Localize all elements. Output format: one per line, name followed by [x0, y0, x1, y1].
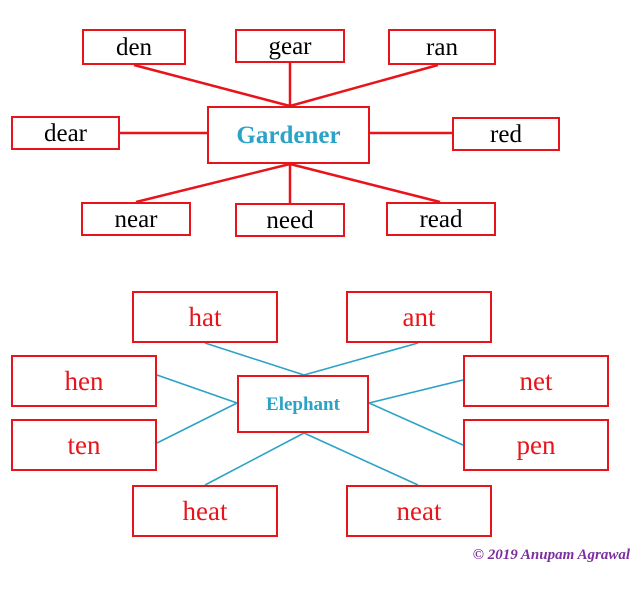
copyright-notice: © 2019 Anupam Agrawal — [472, 547, 630, 563]
connector-hat — [204, 342, 305, 376]
connector-near — [135, 162, 291, 204]
connector-net — [368, 379, 464, 404]
word-box-ten: ten — [11, 419, 157, 471]
connector-pen — [368, 402, 464, 446]
gardener-connectors — [120, 63, 452, 204]
word-box-dear: dear — [11, 116, 120, 150]
word-box-ant: ant — [346, 291, 492, 343]
word-box-gear: gear — [235, 29, 345, 63]
word-box-hen: hen — [11, 355, 157, 407]
word-box-neat: neat — [346, 485, 492, 537]
connector-read — [289, 162, 441, 204]
center-word-elephant: Elephant — [237, 375, 369, 433]
connector-den — [133, 63, 291, 108]
word-box-read: read — [386, 202, 496, 236]
elephant-connectors — [156, 342, 464, 486]
connector-ten — [156, 402, 238, 444]
connector-heat — [204, 432, 305, 486]
center-word-gardener: Gardener — [207, 106, 370, 164]
word-box-ran: ran — [388, 29, 496, 65]
word-box-net: net — [463, 355, 609, 407]
word-box-hat: hat — [132, 291, 278, 343]
word-box-need: need — [235, 203, 345, 237]
word-box-pen: pen — [463, 419, 609, 471]
word-box-near: near — [81, 202, 191, 236]
word-box-red: red — [452, 117, 560, 151]
word-box-den: den — [82, 29, 186, 65]
connector-hen — [156, 374, 238, 404]
connector-neat — [303, 432, 419, 486]
connector-ran — [289, 63, 439, 108]
connector-ant — [303, 342, 419, 376]
word-box-heat: heat — [132, 485, 278, 537]
